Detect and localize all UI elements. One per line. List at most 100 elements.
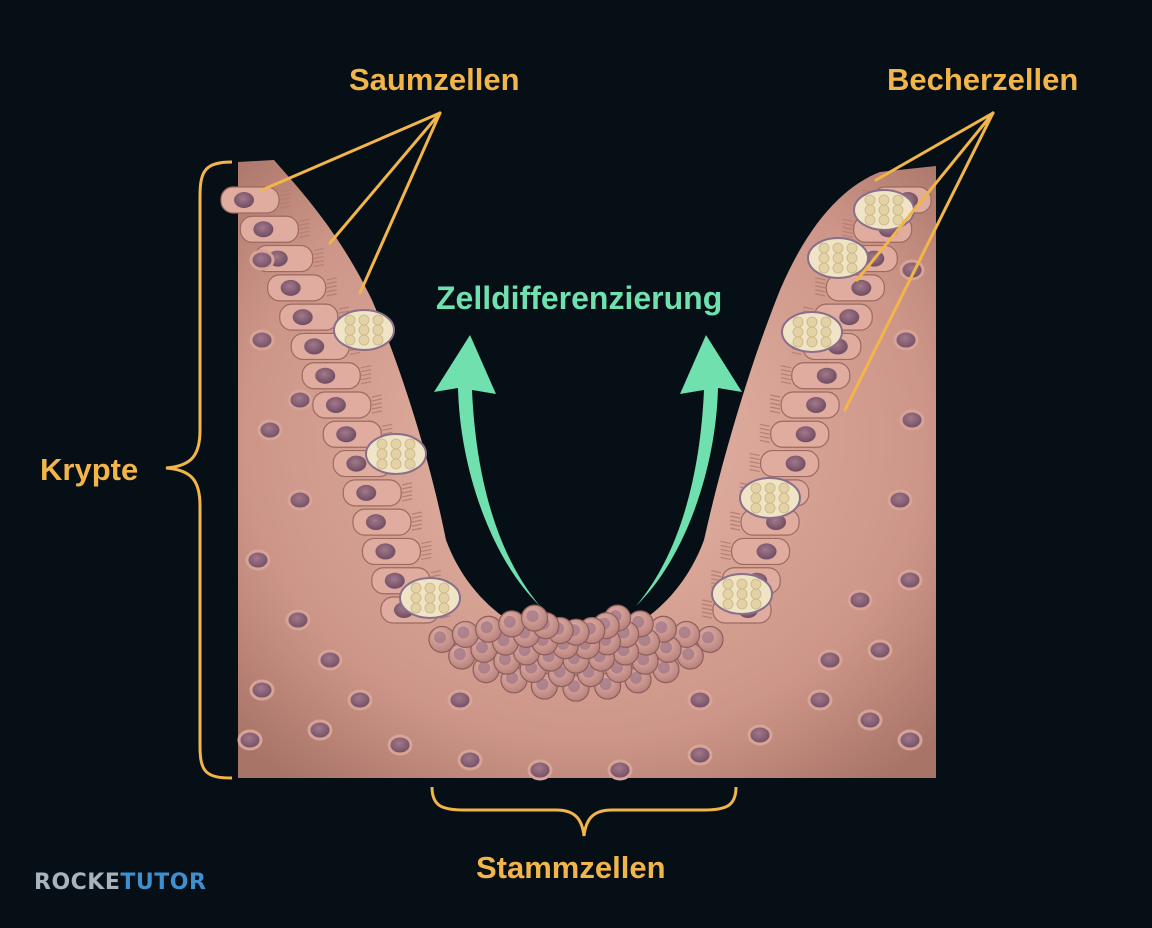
stem-cell-nucleus [660,641,673,654]
mucin-granule [806,336,818,348]
microvillus [842,218,853,222]
microvillus [299,226,310,230]
stromal-nucleus [287,389,313,411]
microvillus [402,498,413,502]
stromal-nucleus [307,719,333,741]
microvillus [279,197,291,201]
mucin-granule [818,242,830,254]
stromal-nucleus [457,749,483,771]
mucin-granule [818,262,830,274]
mucin-granule [390,448,402,460]
rocketutor-logo: ROCKETUTOR [34,870,206,895]
microvillus [411,511,423,515]
stromal-nucleus [687,689,713,711]
microvillus [299,234,310,238]
cell-nucleus [756,543,777,560]
cell-nucleus [304,338,325,355]
microvillus [371,406,383,410]
microvillus [361,381,372,385]
microvillus [701,615,713,619]
becherzellen-label: Becherzellen [887,62,1079,97]
stromal-nucleus [899,409,925,431]
microvillus [759,423,770,427]
microvillus [842,222,853,226]
cell-nucleus [356,484,377,501]
stromal-nucleus [607,759,633,781]
mucin-granule [358,324,370,336]
microvillus [759,427,770,431]
stromal-nucleus [857,709,883,731]
stem-cell-nucleus [655,621,668,634]
stroma-layer [237,249,925,781]
stromal-nucleus [887,489,913,511]
microvillus [326,285,337,289]
microvillus [402,482,413,486]
stem-cell-nucleus [497,634,510,647]
microvillus [780,365,791,369]
cell-nucleus [384,572,405,589]
microvillus [371,398,383,402]
microvillus [411,515,423,519]
microvillus [749,464,760,469]
stem-cell-nucleus [526,610,539,623]
cell-nucleus [253,221,274,238]
microvillus [749,456,760,461]
mucin-granule [372,314,384,326]
microvillus [729,515,741,519]
stem-cell-nucleus [682,648,695,661]
mucin-granule [736,588,748,600]
mucin-granule [750,588,762,600]
mucin-granule [424,602,436,614]
cell-nucleus [325,397,346,413]
microvillus [791,351,802,356]
saumzellen-label: Saumzellen [349,62,520,97]
microvillus [720,548,731,553]
stromal-nucleus [847,589,873,611]
microvillus [842,234,853,238]
mucin-granule [820,336,832,348]
mucin-granule [438,602,450,614]
mucin-granule [864,204,876,216]
mucin-granule [372,324,384,336]
mucin-granule [410,592,422,604]
mucin-granule [438,592,450,604]
microvillus [299,230,310,234]
microvillus [701,611,713,615]
mucin-granule [764,492,776,504]
microvillus [326,281,337,285]
stromal-nucleus [347,689,373,711]
stammzellen-bracket [430,786,738,837]
microvillus [769,394,781,398]
mucin-granule [358,314,370,326]
stammzellen-label: Stammzellen [476,850,666,885]
microvillus [729,527,741,531]
microvillus [361,377,372,381]
microvillus [371,394,383,398]
stromal-nucleus [897,729,923,751]
mucin-granule [410,582,422,594]
mucin-granule [372,334,384,346]
microvillus [749,468,760,473]
cell-nucleus [806,397,827,413]
mucin-granule [878,204,890,216]
cell-nucleus [839,309,860,326]
cell-nucleus [280,279,301,296]
mucin-granule [390,458,402,470]
mucin-granule [778,482,790,494]
mucin-granule [376,448,388,460]
stromal-nucleus [447,689,473,711]
mucin-granule [404,448,416,460]
mucin-granule [404,438,416,450]
microvillus [803,306,814,310]
mucin-granule [792,316,804,328]
stem-cell-nucleus [433,631,446,644]
mucin-granule [892,214,904,226]
cell-nucleus [292,309,313,326]
stromal-nucleus [249,679,275,701]
zelldifferenzierung-label: Zelldifferenzierung [436,280,723,316]
microvillus [815,293,826,297]
stem-cell-layer [428,604,724,702]
microvillus [421,552,432,557]
stem-cell-nucleus [503,615,516,628]
